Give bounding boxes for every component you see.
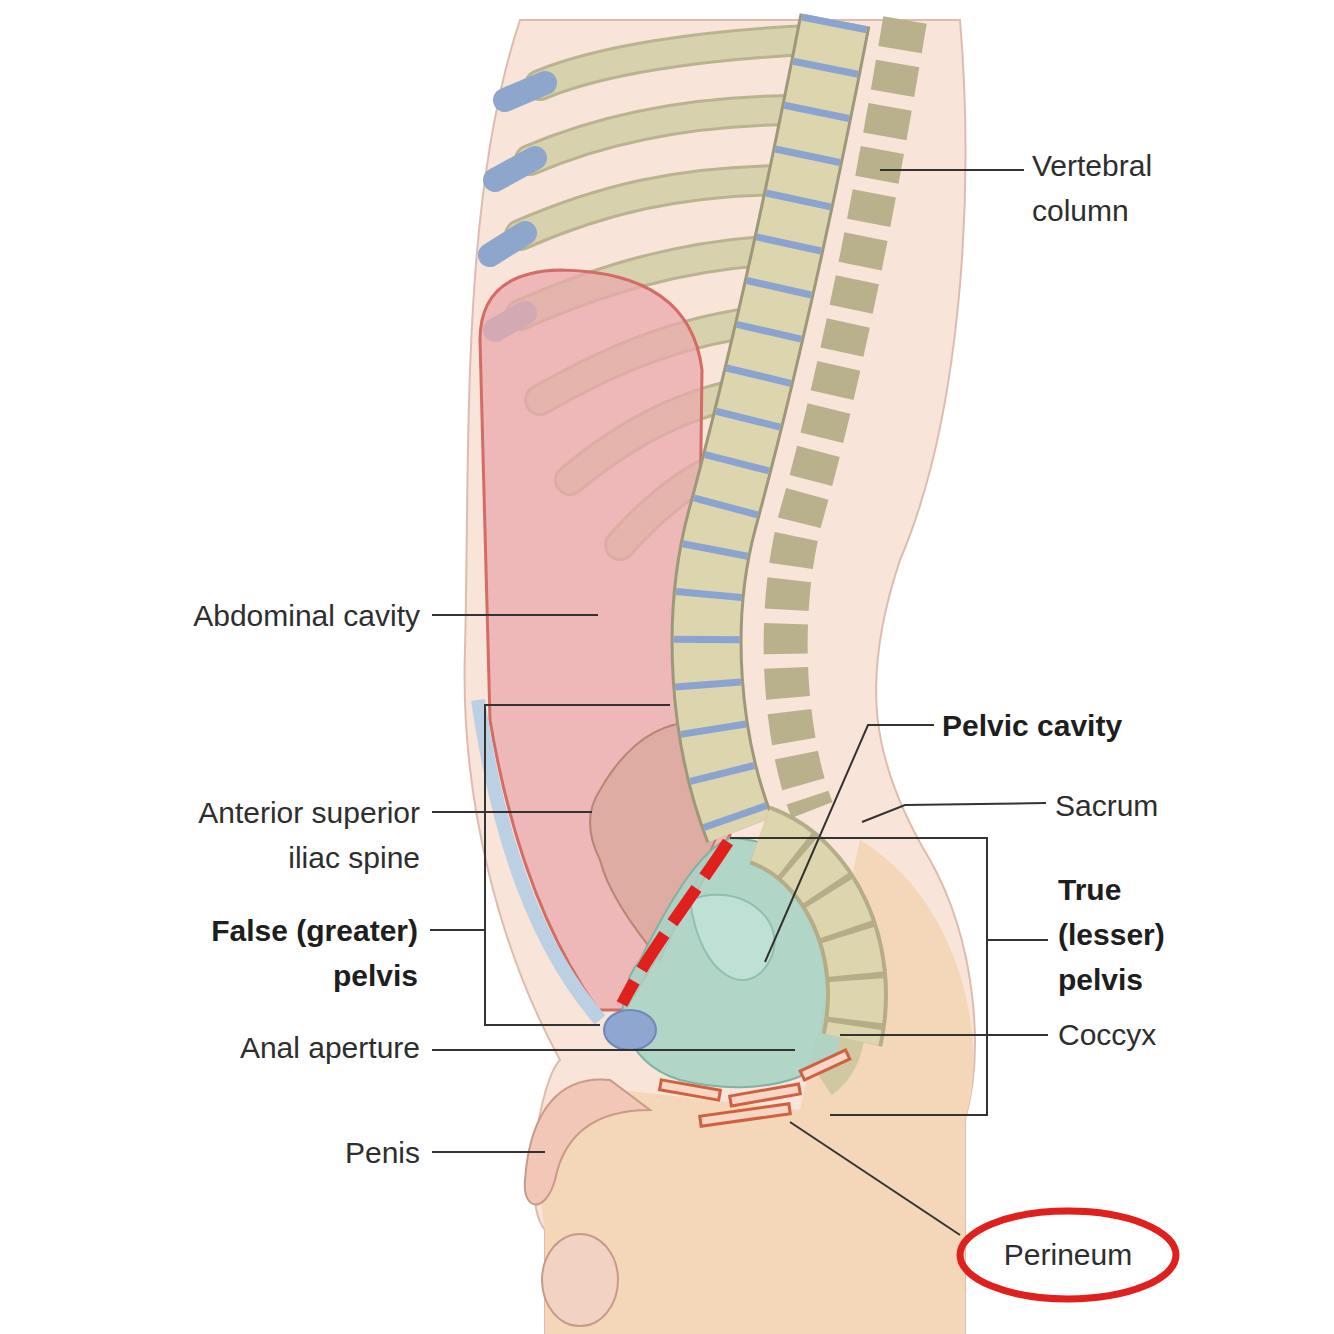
part-label: Vertebral column bbox=[1032, 143, 1202, 233]
highlight-ellipse: Perineum bbox=[955, 1206, 1181, 1304]
node-text: Perineum bbox=[1004, 1235, 1132, 1275]
part-label: Pelvic cavity bbox=[942, 703, 1122, 748]
part-label: Sacrum bbox=[1055, 783, 1158, 828]
part-label: True (lesser) pelvis bbox=[1058, 867, 1198, 1002]
part-label: Abdominal cavity bbox=[193, 593, 420, 638]
part-label: Penis bbox=[345, 1130, 420, 1175]
part-label: False (greater) pelvis bbox=[158, 908, 418, 998]
part-label: Anal aperture bbox=[240, 1025, 420, 1070]
part-label: Anterior superior iliac spine bbox=[145, 790, 420, 880]
part-label: Coccyx bbox=[1058, 1012, 1156, 1057]
